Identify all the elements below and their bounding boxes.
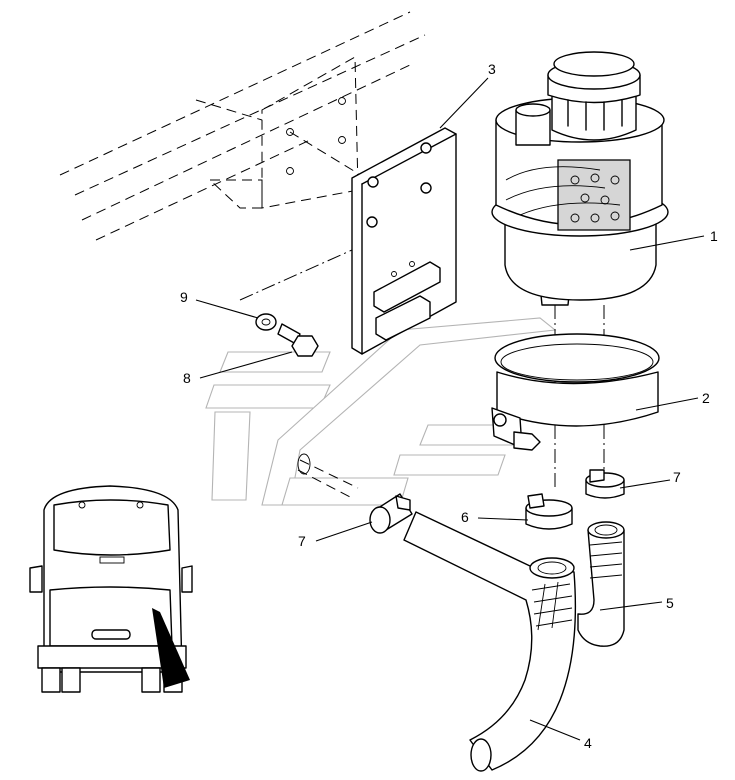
hose-clamp-7-left [369, 493, 413, 534]
svg-text:5: 5 [666, 595, 674, 611]
callout-3: 3 [439, 61, 496, 129]
hose-clamp-7-right [585, 469, 625, 499]
callout-2: 2 [635, 390, 710, 411]
location-arrow-icon [152, 608, 190, 688]
mounting-clamp [491, 333, 660, 451]
outlet-hose [577, 521, 625, 647]
callout-5: 5 [599, 595, 674, 611]
hose-clamp-6 [525, 493, 573, 530]
svg-text:7: 7 [673, 469, 681, 485]
svg-text:6: 6 [461, 509, 469, 525]
svg-text:4: 4 [584, 735, 592, 751]
air-filter [491, 51, 669, 306]
bracket [351, 127, 457, 355]
callout-4: 4 [529, 719, 592, 751]
callout-7-right: 7 [619, 469, 681, 489]
assembly-line [297, 469, 353, 499]
svg-text:1: 1 [710, 228, 718, 244]
svg-text:8: 8 [183, 370, 191, 386]
assembly-line [299, 459, 359, 489]
svg-text:7: 7 [298, 533, 306, 549]
callout-1: 1 [629, 228, 718, 251]
callout-6: 6 [461, 509, 529, 525]
callout-7-left: 7 [298, 521, 373, 549]
callout-8: 8 [183, 351, 293, 386]
bolt [277, 323, 319, 357]
callout-9: 9 [180, 289, 259, 319]
washer [255, 313, 277, 331]
watermark-logo [205, 317, 557, 506]
intake-hose [403, 511, 577, 772]
assembly-line [239, 249, 353, 301]
svg-text:2: 2 [702, 390, 710, 406]
svg-text:9: 9 [180, 289, 188, 305]
svg-text:3: 3 [488, 61, 496, 77]
